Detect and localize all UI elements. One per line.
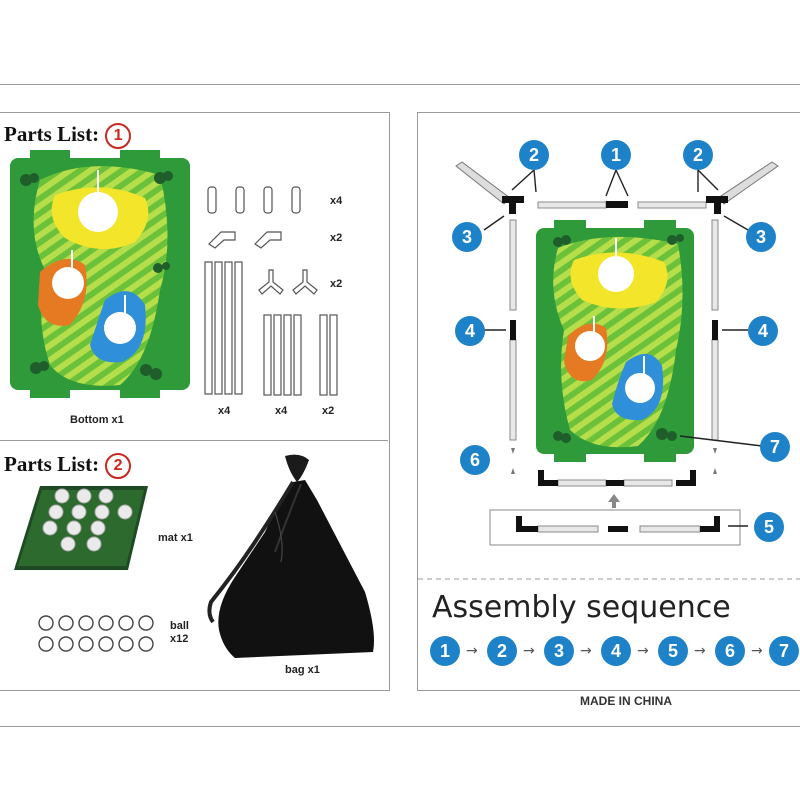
mid-poles — [263, 314, 302, 396]
sequence-arrow-2: → — [523, 643, 535, 659]
assembly-diagram — [455, 161, 779, 546]
bottom-label: Bottom x1 — [70, 414, 124, 426]
golf-mat-bottom-illustration — [10, 150, 190, 398]
sequence-step-6: 6 — [715, 636, 745, 666]
sequence-step-1: 1 — [430, 636, 460, 666]
callout-6: 6 — [460, 445, 490, 475]
bottom-rule — [0, 726, 800, 727]
parts-list-2-number: 2 — [105, 453, 132, 480]
long-poles — [204, 261, 243, 395]
elbow-connectors — [208, 231, 282, 249]
callout-4-right: 4 — [748, 316, 778, 346]
sequence-step-3: 3 — [544, 636, 574, 666]
long-poles-qty: x4 — [218, 405, 231, 417]
tee-connectors — [258, 269, 318, 295]
sequence-arrow-6: → — [751, 643, 763, 659]
callout-4-left: 4 — [455, 316, 485, 346]
assembly-sequence-title: Assembly sequence — [432, 590, 731, 625]
callout-5: 5 — [754, 512, 784, 542]
sequence-step-2: 2 — [487, 636, 517, 666]
tee-connectors-qty: x2 — [330, 278, 343, 290]
parts-list-2-title-text: Parts List: — [4, 452, 100, 476]
mat-label: mat x1 — [158, 532, 193, 544]
short-poles-qty: x2 — [322, 405, 335, 417]
sequence-step-4: 4 — [601, 636, 631, 666]
straight-connectors-qty: x4 — [330, 195, 343, 207]
sequence-arrow-3: → — [580, 643, 592, 659]
elbow-connectors-qty: x2 — [330, 232, 343, 244]
callout-3-right: 3 — [746, 222, 776, 252]
parts-list-1-title: Parts List:1 — [4, 122, 132, 150]
callout-3-left: 3 — [452, 222, 482, 252]
ball-qty: x12 — [170, 633, 189, 645]
straight-connectors — [207, 186, 301, 214]
made-in-label: MADE IN CHINA — [580, 694, 672, 708]
parts-divider — [0, 440, 388, 441]
sequence-arrow-1: → — [466, 643, 478, 659]
golf-balls-illustration — [38, 615, 154, 652]
callout-1-top: 1 — [601, 140, 631, 170]
sequence-step-5: 5 — [658, 636, 688, 666]
parts-list-2-title: Parts List:2 — [4, 452, 132, 480]
hitting-mat-illustration — [14, 486, 148, 570]
parts-list-1-number: 1 — [105, 123, 132, 150]
callout-2-right: 2 — [683, 140, 713, 170]
bag-label: bag x1 — [285, 664, 320, 676]
callout-7: 7 — [760, 432, 790, 462]
sequence-step-7: 7 — [769, 636, 799, 666]
mid-poles-qty: x4 — [275, 405, 288, 417]
drawstring-bag-illustration — [207, 454, 374, 658]
short-poles — [319, 314, 338, 396]
callout-2-left: 2 — [519, 140, 549, 170]
sequence-arrow-4: → — [637, 643, 649, 659]
ball-label: ball — [170, 620, 189, 632]
top-rule — [0, 84, 800, 85]
sequence-arrow-5: → — [694, 643, 706, 659]
sequence-separator — [418, 578, 800, 580]
parts-list-1-title-text: Parts List: — [4, 122, 100, 146]
